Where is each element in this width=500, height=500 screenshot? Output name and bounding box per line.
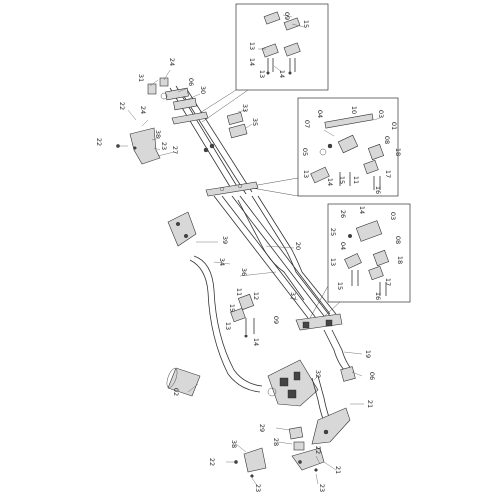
part-callout-33: 33 <box>241 104 249 112</box>
part-callout-14: 14 <box>326 178 334 186</box>
part-callout-14: 14 <box>248 58 256 66</box>
part-callout-04: 04 <box>339 242 347 250</box>
part-callout-34: 34 <box>218 258 226 266</box>
part-callout-15: 15 <box>338 176 346 184</box>
part-callout-25: 25 <box>329 228 337 236</box>
main-tube-assembly <box>165 85 356 382</box>
part-callout-36: 36 <box>240 268 248 276</box>
part-callout-04: 04 <box>316 110 324 118</box>
part-callout-21: 21 <box>366 400 374 408</box>
part-callout-17: 17 <box>384 170 392 178</box>
part-callout-24: 24 <box>168 58 176 66</box>
part-callout-15: 15 <box>336 282 344 290</box>
part-callout-13: 13 <box>248 42 256 50</box>
detail-box-lower <box>309 203 411 323</box>
part-callout-07: 07 <box>303 120 311 128</box>
part-callout-22: 22 <box>314 446 322 454</box>
part-callout-32: 32 <box>314 370 322 378</box>
part-callout-23: 23 <box>160 142 168 150</box>
part-callout-35: 35 <box>251 118 259 126</box>
part-callout-06: 06 <box>187 78 195 86</box>
part-callout-13: 13 <box>224 322 232 330</box>
part-callout-08: 08 <box>383 136 391 144</box>
part-callout-39: 39 <box>221 236 229 244</box>
part-callout-22: 22 <box>95 138 103 146</box>
part-callout-18: 18 <box>396 256 404 264</box>
part-callout-21: 21 <box>334 466 342 474</box>
part-callout-05: 05 <box>301 148 309 156</box>
part-callout-15: 15 <box>228 304 236 312</box>
part-callout-30: 30 <box>199 86 207 94</box>
part-callout-11: 11 <box>352 176 360 184</box>
bottom-control-assembly <box>234 359 351 478</box>
part-callout-01: 01 <box>390 122 398 130</box>
part-callout-13: 13 <box>258 70 266 78</box>
part-callout-38: 38 <box>154 130 162 138</box>
part-callout-22: 22 <box>208 458 216 466</box>
part-callout-24: 24 <box>139 106 147 114</box>
part-callout-23: 23 <box>254 484 262 492</box>
part-callout-02: 02 <box>172 388 180 396</box>
part-callout-03: 03 <box>389 212 397 220</box>
part-callout-11: 11 <box>235 288 243 296</box>
part-callout-17: 17 <box>384 278 392 286</box>
part-callout-31: 31 <box>137 74 145 82</box>
part-callout-13: 13 <box>302 170 310 178</box>
part-callout-09: 09 <box>272 316 280 324</box>
detail-box-middle <box>251 97 399 197</box>
part-callout-37: 37 <box>289 292 297 300</box>
part-callout-03: 03 <box>377 110 385 118</box>
part-callout-09: 09 <box>283 12 291 20</box>
part-callout-15: 15 <box>302 20 310 28</box>
part-callout-38: 38 <box>230 440 238 448</box>
part-callout-13: 13 <box>329 258 337 266</box>
part-callout-10: 10 <box>350 106 358 114</box>
part-callout-14: 14 <box>252 338 260 346</box>
part-callout-16: 16 <box>374 292 382 300</box>
part-callout-29: 29 <box>258 424 266 432</box>
part-callout-20: 20 <box>294 242 302 250</box>
part-callout-06: 06 <box>368 372 376 380</box>
part-callout-12: 12 <box>252 292 260 300</box>
part-callout-23: 23 <box>318 484 326 492</box>
leader-lines <box>127 69 364 485</box>
part-callout-28: 28 <box>272 438 280 446</box>
part-callout-19: 19 <box>364 350 372 358</box>
part-callout-14: 14 <box>358 206 366 214</box>
part-callout-27: 27 <box>171 146 179 154</box>
part-callout-18: 18 <box>394 148 402 156</box>
part-callout-16: 16 <box>374 186 382 194</box>
part-callout-22: 22 <box>118 102 126 110</box>
left-hardware <box>116 77 263 397</box>
part-callout-14: 14 <box>278 70 286 78</box>
part-callout-26: 26 <box>339 210 347 218</box>
part-callout-08: 08 <box>394 236 402 244</box>
